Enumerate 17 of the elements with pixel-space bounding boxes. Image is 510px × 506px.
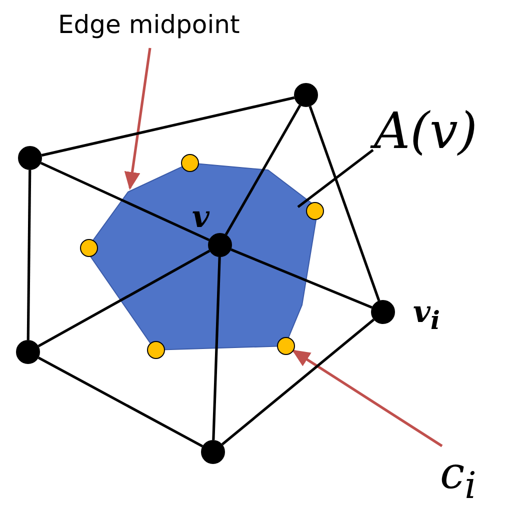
mesh-edge [41,96,295,157]
leader-line [297,148,374,208]
vertex-label: v$_{i}$ [413,298,440,333]
point-label: c$_{i}$ [440,452,476,504]
mesh-edge [38,356,204,448]
mesh-edge [224,104,302,236]
vertex-label: v [192,203,210,233]
callout-label: Edge midpoint [58,10,240,39]
mesh-edge [40,162,210,242]
mesh-edge [221,318,375,446]
mesh-edge [212,256,221,440]
mesh-edge [26,170,32,340]
leader-arrow [124,48,152,190]
leader-arrow [292,350,443,448]
mesh-edge [308,106,380,302]
mesh-edge [230,248,372,309]
mesh-edge [38,250,210,348]
